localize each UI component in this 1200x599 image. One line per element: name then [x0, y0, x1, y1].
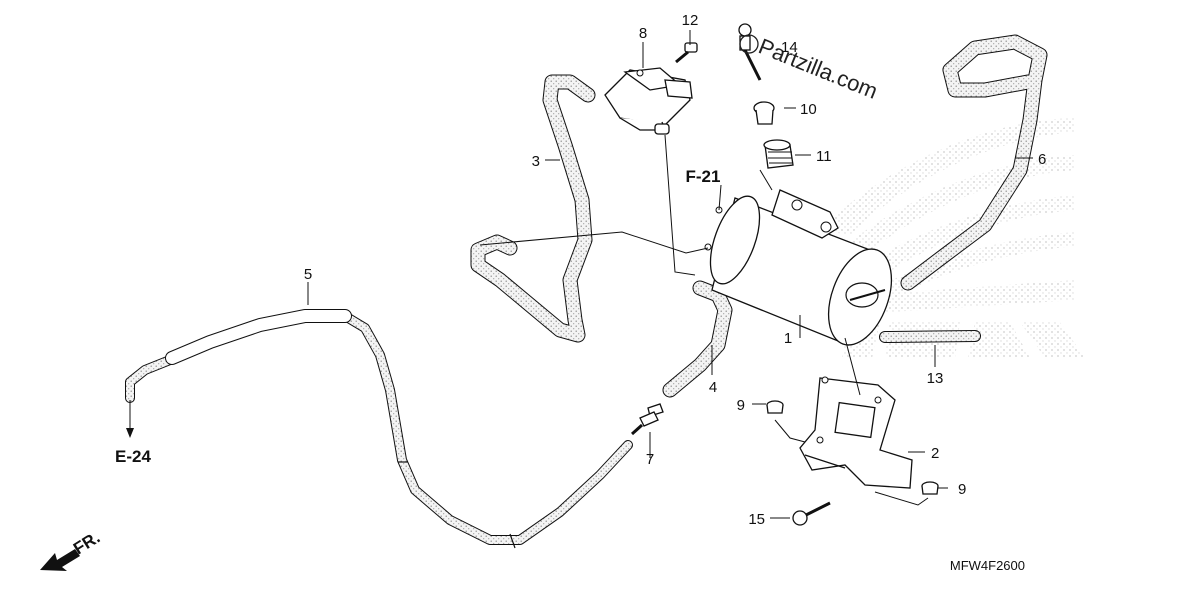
bolt-15: [792, 501, 831, 526]
bracket-2: [799, 376, 913, 489]
hose-13: [879, 330, 981, 343]
callout-12: 12: [682, 12, 699, 29]
watermark-text: Partzilla.com: [755, 33, 881, 103]
callout-8: 8: [639, 25, 647, 42]
bolt-12: [675, 42, 698, 64]
callout-6: 6: [1038, 151, 1046, 168]
callout-4: 4: [709, 379, 717, 396]
callout-3: 3: [532, 153, 540, 170]
bolt-14: [738, 23, 762, 81]
callout-15: 15: [748, 511, 765, 528]
ref-e24: E-24: [115, 447, 151, 466]
leader-lines: [126, 30, 1033, 519]
callout-10: 10: [800, 101, 817, 118]
canister: [704, 189, 893, 346]
rubber-mount-11: [763, 139, 794, 169]
solenoid-valve: [604, 67, 693, 135]
callout-2: 2: [931, 445, 939, 462]
drawing-code: MFW4F2600: [950, 558, 1025, 573]
callout-14: 14: [781, 39, 798, 56]
callout-9-left: 9: [737, 397, 745, 414]
hose-3: [470, 74, 596, 343]
callout-9-right: 9: [958, 481, 966, 498]
fitting-7: [630, 403, 664, 436]
callout-7: 7: [646, 451, 654, 468]
callout-13: 13: [927, 370, 944, 387]
grommet-9-left: [766, 400, 784, 414]
callout-11: 11: [816, 148, 832, 165]
collar-10: [753, 101, 775, 125]
watermark: Partzilla.com: [739, 33, 881, 104]
ref-f21: F-21: [686, 167, 721, 186]
grommet-9-right: [921, 481, 939, 495]
hose-6: [900, 34, 1048, 291]
hose-4: [662, 280, 733, 398]
callout-1: 1: [784, 330, 792, 347]
callout-5: 5: [304, 266, 312, 283]
front-arrow: FR.: [40, 528, 103, 571]
hose-5: [125, 309, 633, 549]
